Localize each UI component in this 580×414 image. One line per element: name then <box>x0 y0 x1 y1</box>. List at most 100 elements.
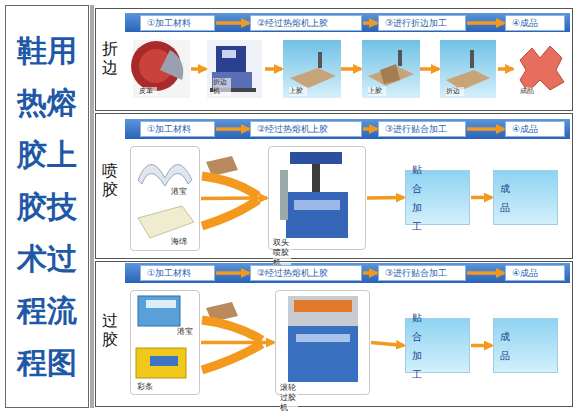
node-label: 上胶 <box>368 87 386 96</box>
roller-machine-picture <box>288 296 358 382</box>
flow-arrow <box>216 21 249 25</box>
node-label: ②经过热熔机上胶 <box>257 264 275 283</box>
process-box: 贴合加工 <box>405 170 470 225</box>
folding-picture <box>440 40 496 98</box>
node-label: 双头喷胶机 <box>273 238 291 268</box>
picture-box: 折边机 <box>207 40 264 98</box>
node-label: ②经过热熔机上胶 <box>257 14 275 33</box>
gluing-picture <box>283 40 341 98</box>
flow-arrow <box>216 127 249 131</box>
flow-arrow <box>467 127 504 131</box>
node-label: 折边 <box>446 87 464 96</box>
node-label: 折边机 <box>213 78 231 96</box>
process-row: 过胶①加工材料②经过热熔机上胶③进行贴合加工④成品港宝彩条滚轮过胶机贴合加工成品 <box>95 261 573 407</box>
flow-arrow <box>341 67 361 71</box>
flow-arrow <box>498 67 513 71</box>
machine-box: 滚轮过胶机 <box>275 290 370 395</box>
title-text: 鞋用热熔胶上胶技术过程流程图 <box>15 25 79 389</box>
step-box: ①加工材料 <box>140 121 215 137</box>
step-box: ④成品 <box>505 15 565 31</box>
step-box: ③进行贴合加工 <box>378 121 466 137</box>
node-label: ③进行贴合加工 <box>385 264 403 283</box>
flow-arrow <box>471 344 492 348</box>
node-label: 成品 <box>520 87 538 96</box>
machine-box: 双头喷胶机 <box>268 146 366 250</box>
merge-arrow <box>202 344 262 370</box>
merge-arrow <box>202 200 258 226</box>
flow-arrow <box>201 341 274 345</box>
flow-arrow <box>363 271 377 275</box>
material-picture <box>138 164 194 238</box>
header-bar <box>125 13 570 32</box>
node-label: 上胶 <box>289 87 307 96</box>
material-box: 港宝彩条 <box>130 290 200 395</box>
node-label: 海绵 <box>171 237 189 247</box>
step-box: ④成品 <box>505 121 565 137</box>
node-label: ①加工材料 <box>147 264 165 283</box>
folding-machine-picture <box>207 40 262 98</box>
node-label: ④成品 <box>512 120 530 139</box>
node-label: ④成品 <box>512 264 530 283</box>
picture-box: 折边 <box>440 40 497 98</box>
node-label: ②经过热熔机上胶 <box>257 120 275 139</box>
node-label: 港宝 <box>171 187 189 197</box>
material-picture <box>136 296 186 378</box>
flow-arrow <box>265 67 282 71</box>
material-box: 港宝海绵 <box>130 146 200 251</box>
flow-arrow <box>367 196 404 200</box>
divider-line <box>93 5 94 408</box>
flow-arrow <box>201 196 267 200</box>
row-label: 喷胶 <box>102 161 120 199</box>
flow-arrow <box>191 67 206 71</box>
title-panel: 鞋用热熔胶上胶技术过程流程图 <box>5 5 89 408</box>
flow-arrow <box>471 196 492 200</box>
row-label: 过胶 <box>102 311 120 349</box>
node-label: 成品 <box>500 327 518 365</box>
step-box: ②经过热熔机上胶 <box>250 15 362 31</box>
header-bar <box>125 119 570 139</box>
process-row: 折边①加工材料②经过热熔机上胶③进行折边加工④成品皮革折边机上胶上胶折边成品 <box>95 8 573 111</box>
flow-arrow <box>467 271 504 275</box>
picture-box: 成品 <box>514 40 571 98</box>
process-box: 贴合加工 <box>405 318 470 373</box>
step-box: ②经过热熔机上胶 <box>250 265 362 281</box>
node-label: ④成品 <box>512 14 530 33</box>
node-label: 彩条 <box>137 382 155 392</box>
flow-arrow <box>371 343 404 346</box>
flow-arrow <box>216 271 249 275</box>
node-label: 成品 <box>500 179 518 217</box>
spray-machine-picture <box>280 152 348 238</box>
step-box: ③进行贴合加工 <box>378 265 466 281</box>
step-box: ③进行折边加工 <box>378 15 466 31</box>
node-label: ①加工材料 <box>147 120 165 139</box>
node-label: 港宝 <box>177 327 195 337</box>
flow-arrow <box>467 21 504 25</box>
merge-arrow <box>202 320 262 340</box>
process-box: 成品 <box>493 318 558 373</box>
node-label: 滚轮过胶机 <box>280 383 298 413</box>
flow-arrow <box>420 67 439 71</box>
divider-line <box>91 5 92 408</box>
step-box: ①加工材料 <box>140 15 215 31</box>
node-label: 皮革 <box>139 87 157 96</box>
flow-arrow <box>363 127 377 131</box>
node-label: ③进行折边加工 <box>385 14 403 33</box>
gluing-picture <box>362 40 420 98</box>
picture-box: 上胶 <box>283 40 340 98</box>
row-label: 折边 <box>102 39 120 77</box>
node-label: 贴合加工 <box>412 160 430 236</box>
header-bar <box>125 263 570 283</box>
product-picture <box>514 40 570 98</box>
picture-box: 上胶 <box>362 40 419 98</box>
node-label: ③进行贴合加工 <box>385 120 403 139</box>
flow-arrow <box>363 21 377 25</box>
node-label: 贴合加工 <box>412 308 430 384</box>
node-label: ①加工材料 <box>147 14 165 33</box>
step-box: ④成品 <box>505 265 565 281</box>
leather-picture <box>131 40 190 98</box>
process-row: 喷胶①加工材料②经过热熔机上胶③进行贴合加工④成品港宝海绵双头喷胶机贴合加工成品 <box>95 113 573 259</box>
step-box: ②经过热熔机上胶 <box>250 121 362 137</box>
merge-arrow <box>202 176 258 196</box>
picture-box: 皮革 <box>133 40 190 98</box>
process-box: 成品 <box>493 170 558 225</box>
